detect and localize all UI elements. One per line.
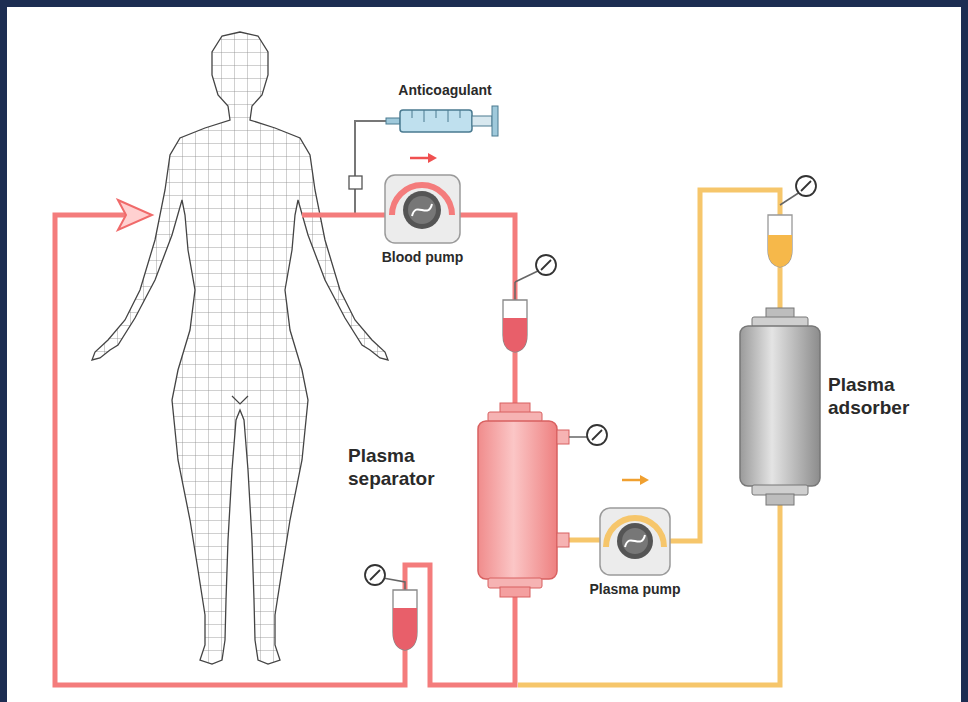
- return-drip-chamber: [365, 565, 385, 585]
- plasma-adsorber: [740, 326, 820, 486]
- return-drip-chamber: [365, 565, 417, 650]
- return-drip-chamber: [393, 608, 417, 650]
- drip-chamber: [514, 282, 516, 300]
- syringe: [492, 106, 498, 136]
- plasma-pump: [622, 479, 640, 482]
- drip-chamber: [503, 300, 527, 352]
- plasma-drip-chamber: [768, 176, 816, 267]
- plasma-separator: [569, 436, 588, 438]
- plasma-adsorber: [766, 494, 794, 505]
- plasma-pump: [600, 475, 670, 575]
- drip-chamber: [503, 318, 527, 352]
- adsorber-box: Plasma adsorber: [740, 308, 820, 505]
- part-label: Blood pump: [382, 249, 464, 265]
- blood-pump: [410, 157, 428, 160]
- arterial-line: [302, 213, 388, 218]
- plasma-pump: [617, 523, 653, 559]
- human-figure: [80, 25, 400, 675]
- frame: [961, 0, 968, 702]
- syringe: [412, 110, 460, 122]
- blood-pump: [385, 175, 460, 243]
- part-label: Plasma separator: [348, 445, 466, 491]
- frame: [0, 0, 968, 7]
- anticoagulant-port: [349, 176, 362, 189]
- plasma-drip-chamber: [796, 176, 816, 196]
- plasma-separator: [557, 533, 569, 547]
- plasma-drip-chamber: [768, 235, 792, 267]
- blood-pump: [408, 196, 436, 224]
- return-drip-chamber: [393, 590, 417, 650]
- plasma-separator: [478, 403, 607, 597]
- syringe: [386, 106, 498, 136]
- plasma-pump: [625, 535, 645, 547]
- blood-pump: [385, 153, 460, 243]
- return-arrow: [118, 200, 152, 230]
- frame: [0, 0, 7, 702]
- syringe-box: Anticoagulant: [390, 104, 500, 138]
- syringe: [386, 118, 400, 124]
- syringe: [472, 116, 492, 126]
- drip-chamber: [541, 260, 551, 270]
- blood-pump: [403, 191, 441, 229]
- human-figure: [232, 396, 248, 404]
- plasma-pump: [600, 508, 670, 575]
- plasma-separator: [592, 430, 602, 440]
- part-label: Plasma pump: [589, 581, 680, 597]
- separator-box: Plasma separator: [478, 403, 557, 597]
- plasma-pump: [640, 475, 649, 485]
- plasma-pump: [622, 528, 648, 554]
- blood-pump: [428, 153, 437, 163]
- plasma-separator: [557, 430, 569, 444]
- human-figure: [92, 32, 388, 664]
- part-label: Plasma adsorber: [828, 374, 953, 420]
- drip-chamber: [536, 255, 556, 275]
- return-drip-chamber: [383, 578, 405, 590]
- blood-pump: [412, 204, 432, 216]
- plasma-separator: [587, 425, 607, 445]
- plasma-separator: [500, 587, 530, 597]
- plasma-adsorber: [740, 308, 820, 505]
- pump-box: Blood pump: [385, 175, 460, 243]
- plasma-drip-chamber: [801, 181, 811, 191]
- return-line: [55, 215, 515, 685]
- pump-box: Plasma pump: [600, 508, 670, 575]
- plasma-drip-chamber: [780, 192, 800, 205]
- drip-chamber: [515, 270, 540, 282]
- part-label: Anticoagulant: [398, 82, 491, 98]
- plasma-drip-chamber: [768, 215, 792, 267]
- syringe: [400, 110, 472, 132]
- return-drip-chamber: [370, 570, 380, 580]
- human-figure: [80, 25, 400, 675]
- drip-chamber: [503, 255, 556, 352]
- plasma-separator: [478, 421, 557, 579]
